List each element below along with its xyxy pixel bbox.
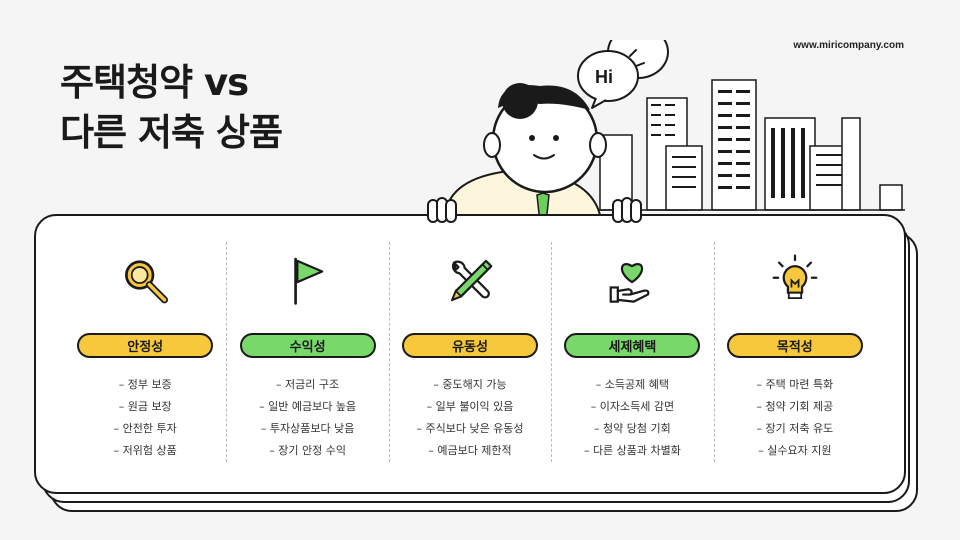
- wrench-pencil-icon: [450, 259, 493, 302]
- feature-list: 중도해지 가능 일부 불이익 있음 주식보다 낮은 유동성 예금보다 제한적: [416, 374, 523, 462]
- category-pill-tax-benefit: 세제혜택: [564, 332, 701, 358]
- column-safety: 안정성 정부 보증 원금 보장 안전한 투자 저위험 상품: [64, 242, 226, 462]
- list-item: 중도해지 가능: [416, 374, 523, 396]
- feature-list: 주택 마련 특화 청약 기회 제공 장기 저축 유도 실수요자 지원: [756, 374, 833, 462]
- comparison-card: 안정성 정부 보증 원금 보장 안전한 투자 저위험 상품 수익성 저금리 구조…: [34, 214, 906, 494]
- column-liquidity: 유동성 중도해지 가능 일부 불이익 있음 주식보다 낮은 유동성 예금보다 제…: [388, 242, 551, 462]
- list-item: 청약 당첨 기회: [584, 418, 681, 440]
- column-purpose: 목적성 주택 마련 특화 청약 기회 제공 장기 저축 유도 실수요자 지원: [713, 242, 876, 462]
- list-item: 청약 기회 제공: [756, 396, 833, 418]
- list-item: 장기 저축 유도: [756, 418, 833, 440]
- flag-icon: [293, 257, 323, 305]
- list-item: 장기 안정 수익: [259, 440, 356, 462]
- title-line-1: 주택청약 vs: [60, 61, 249, 104]
- list-item: 정부 보증: [114, 374, 177, 396]
- category-pill-purpose: 목적성: [726, 332, 863, 358]
- list-item: 일부 불이익 있음: [416, 396, 523, 418]
- character-hands: [427, 197, 642, 223]
- speech-bubble: [577, 40, 669, 109]
- list-item: 일반 예금보다 높음: [259, 396, 356, 418]
- title-line-2: 다른 저축 상품: [60, 111, 283, 154]
- speech-bubble-text: Hi: [595, 67, 613, 87]
- list-item: 안전한 투자: [114, 418, 177, 440]
- magnifier-icon: [125, 260, 169, 304]
- feature-list: 저금리 구조 일반 예금보다 높음 투자상품보다 낮음 장기 안정 수익: [259, 374, 356, 462]
- column-profitability: 수익성 저금리 구조 일반 예금보다 높음 투자상품보다 낮음 장기 안정 수익: [226, 242, 388, 462]
- feature-list: 정부 보증 원금 보장 안전한 투자 저위험 상품: [114, 374, 177, 462]
- feature-list: 소득공제 혜택 이자소득세 감면 청약 당첨 기회 다른 상품과 차별화: [584, 374, 681, 462]
- category-pill-liquidity: 유동성: [402, 332, 539, 358]
- list-item: 이자소득세 감면: [584, 396, 681, 418]
- category-pill-profitability: 수익성: [239, 332, 376, 358]
- list-item: 주식보다 낮은 유동성: [416, 418, 523, 440]
- list-item: 저금리 구조: [259, 374, 356, 396]
- list-item: 소득공제 혜택: [584, 374, 681, 396]
- lightbulb-icon: [772, 254, 818, 299]
- list-item: 다른 상품과 차별화: [584, 440, 681, 462]
- page-title: 주택청약 vs 다른 저축 상품: [60, 58, 283, 158]
- building-windows: [651, 90, 842, 198]
- column-tax-benefit: 세제혜택 소득공제 혜택 이자소득세 감면 청약 당첨 기회 다른 상품과 차별…: [551, 242, 713, 462]
- category-pill-safety: 안정성: [77, 332, 214, 358]
- list-item: 예금보다 제한적: [416, 440, 523, 462]
- site-url[interactable]: www.miricompany.com: [793, 40, 904, 51]
- list-item: 원금 보장: [114, 396, 177, 418]
- heart-hand-icon: [610, 263, 650, 303]
- list-item: 주택 마련 특화: [756, 374, 833, 396]
- character-city-illustration: Hi: [443, 40, 905, 228]
- list-item: 실수요자 지원: [756, 440, 833, 462]
- list-item: 투자상품보다 낮음: [259, 418, 356, 440]
- list-item: 저위험 상품: [114, 440, 177, 462]
